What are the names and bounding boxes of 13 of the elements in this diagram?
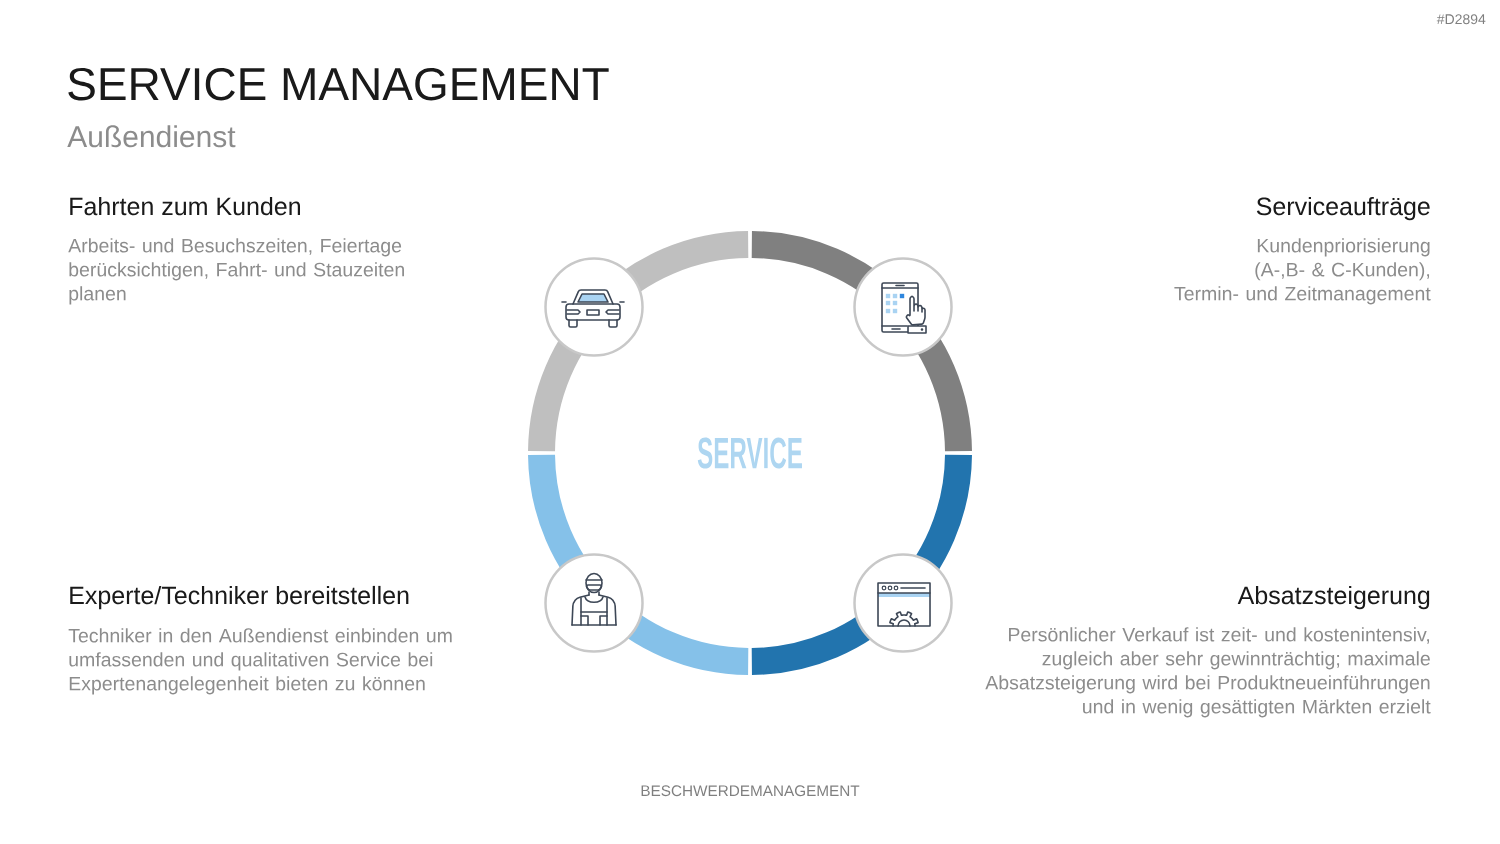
heading: Absatzsteigerung (1237, 585, 1430, 610)
title: SERVICE MANAGEMENT (68, 67, 609, 101)
body-text: Kundenpriorisierung (A-,B- & C-Kunden), Termin- und Zeitmanagement (1174, 238, 1431, 305)
subtitle: Außendienst (67, 125, 236, 148)
heading: Fahrten zum Kunden (70, 196, 300, 216)
slide-id: #D2894 (1436, 14, 1486, 25)
footer-text: BESCHWERDEMANAGEMENT (641, 785, 860, 797)
heading: Serviceaufträge (1256, 196, 1430, 221)
body-text: Techniker in den Außendienst einbinden um umfassenden und qualitativen Service bei Expertenangelegenheit bieten zu können (68, 628, 452, 695)
center-label: SERVICE (697, 437, 802, 469)
body-text: Arbeits- und Besuchszeiten, Feiertage berücksichtigen, Fahrt- und Stauzeiten planen (68, 238, 404, 305)
body-text: Persönlicher Verkauf ist zeit- und kostenintensiv, zugleich aber sehr gewinnträchtig; maximale Absatzsteigerung wird bei Produktneueinführungen und in wenig gesättigten Märkten erzielt (985, 627, 1431, 718)
heading: Experte/Techniker bereitstellen (70, 585, 409, 610)
